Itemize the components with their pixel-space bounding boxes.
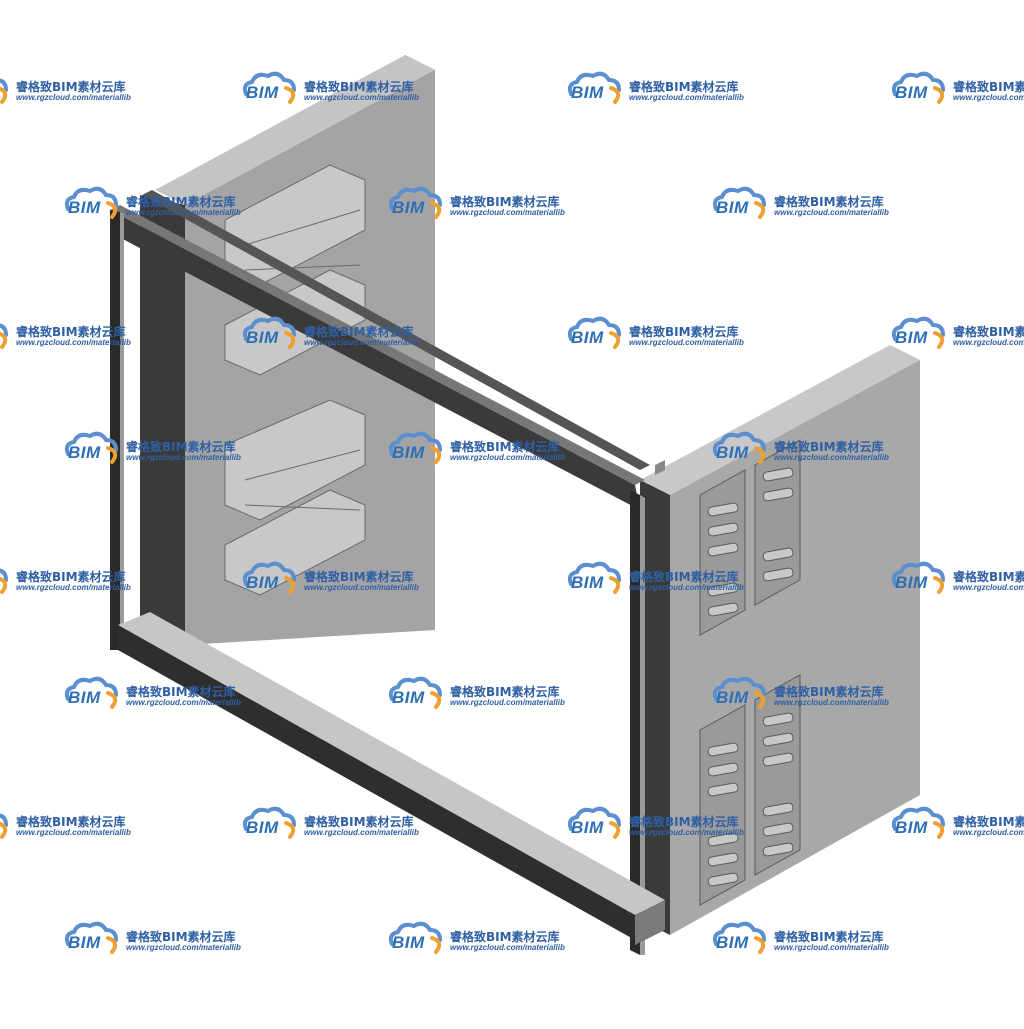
bottom-frame-rail xyxy=(118,612,665,945)
right-front-post xyxy=(630,490,645,955)
left-front-post xyxy=(110,210,124,650)
right-panel-vent-slots xyxy=(707,467,794,887)
top-frame-bars xyxy=(110,190,650,510)
